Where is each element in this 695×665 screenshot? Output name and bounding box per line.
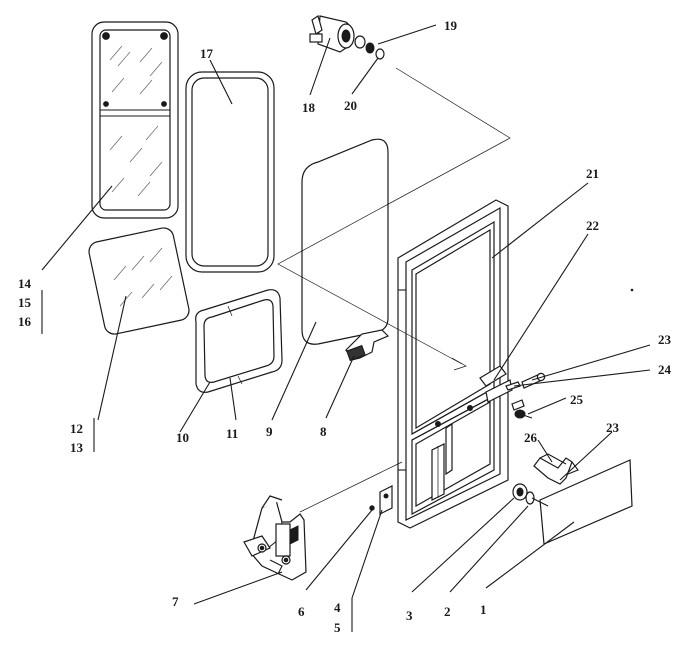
leader-lines: [41, 24, 651, 632]
label-4: 4: [334, 600, 341, 615]
label-11: 11: [226, 426, 238, 441]
label-25: 25: [570, 392, 584, 407]
label-23-top: 23: [658, 332, 672, 347]
label-20: 20: [344, 98, 357, 113]
label-18: 18: [302, 100, 316, 115]
part-labels: 19 18 20 17 21 22 14 15 16 12 13 10 11 9…: [18, 18, 672, 635]
small-window-frame: [195, 289, 283, 393]
lower-glass-panel: [88, 227, 190, 335]
knob-assembly: [512, 483, 549, 507]
label-26: 26: [524, 430, 538, 445]
label-24: 24: [658, 362, 672, 377]
label-2: 2: [444, 604, 451, 619]
upper-window-assembly: [91, 21, 179, 219]
upper-gasket: [185, 71, 275, 273]
label-13: 13: [70, 440, 84, 455]
assembly-lines: [277, 67, 511, 513]
label-22: 22: [586, 218, 599, 233]
label-17: 17: [200, 46, 214, 61]
label-21: 21: [586, 166, 599, 181]
label-7: 7: [172, 594, 179, 609]
label-15: 15: [18, 295, 32, 310]
label-23-bottom: 23: [606, 420, 620, 435]
large-glass: [301, 138, 389, 345]
lock-cylinder: [309, 15, 385, 60]
small-bracket: [369, 485, 393, 515]
speck: [630, 288, 634, 292]
label-14: 14: [18, 276, 32, 291]
label-10: 10: [176, 430, 189, 445]
cover-plate: [539, 459, 633, 545]
door-frame: [397, 199, 513, 529]
fasteners-right: [505, 372, 546, 419]
label-1: 1: [480, 602, 487, 617]
lock-mechanism: [243, 495, 307, 581]
label-3: 3: [406, 608, 413, 623]
label-8: 8: [320, 424, 327, 439]
label-9: 9: [266, 424, 273, 439]
label-19: 19: [444, 18, 458, 33]
label-16: 16: [18, 314, 32, 329]
label-5: 5: [334, 620, 341, 635]
label-12: 12: [70, 421, 83, 436]
label-6: 6: [298, 604, 305, 619]
